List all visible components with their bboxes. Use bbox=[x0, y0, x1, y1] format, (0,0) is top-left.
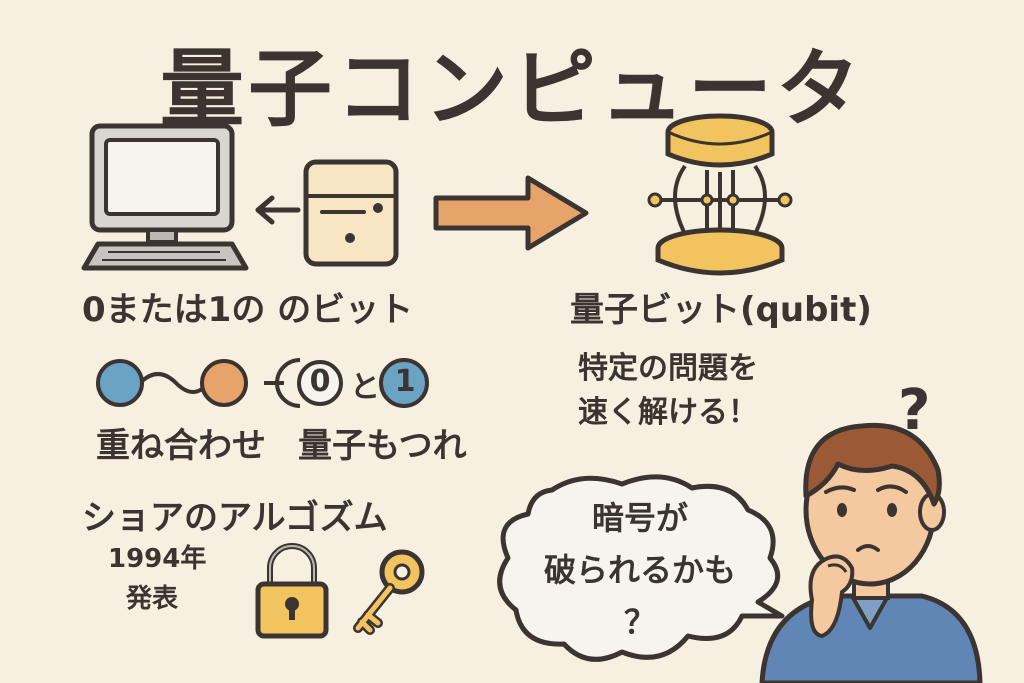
benefit-line-1: 特定の問題を bbox=[578, 351, 758, 386]
computer-icon bbox=[81, 123, 249, 271]
state-conj: と bbox=[350, 370, 380, 405]
shor-algorithm-title: ショアのアルゴズム bbox=[82, 498, 388, 538]
benefit-line-2: 速く解ける！ bbox=[578, 395, 758, 430]
left-arrow-icon bbox=[255, 195, 301, 225]
big-arrow-icon bbox=[433, 175, 589, 251]
state-one: 1 bbox=[394, 364, 416, 399]
speech-line-1: 暗号が bbox=[591, 499, 688, 537]
speech-line-3: ？ bbox=[623, 603, 656, 641]
entanglement-diagram bbox=[264, 358, 429, 408]
superposition-diagram bbox=[96, 359, 248, 407]
shor-year: 1994年 bbox=[108, 544, 207, 574]
padlock-icon bbox=[255, 543, 329, 639]
shor-announced: 発表 bbox=[126, 584, 179, 614]
quantum-computer-icon bbox=[647, 113, 793, 276]
entanglement-label: 量子もつれ bbox=[298, 426, 467, 466]
key-icon bbox=[353, 549, 425, 635]
superposition-label: 重ね合わせ bbox=[96, 426, 266, 466]
speech-line-2: 破られるかも bbox=[543, 551, 736, 589]
server-icon bbox=[303, 159, 399, 267]
classical-bit-label: 0または1の のビット bbox=[82, 290, 414, 330]
state-zero: 0 bbox=[309, 364, 331, 399]
worried-person-illustration bbox=[759, 422, 983, 683]
qubit-label: 量子ビット(qubit) bbox=[570, 290, 872, 330]
speech-bubble bbox=[497, 474, 785, 662]
